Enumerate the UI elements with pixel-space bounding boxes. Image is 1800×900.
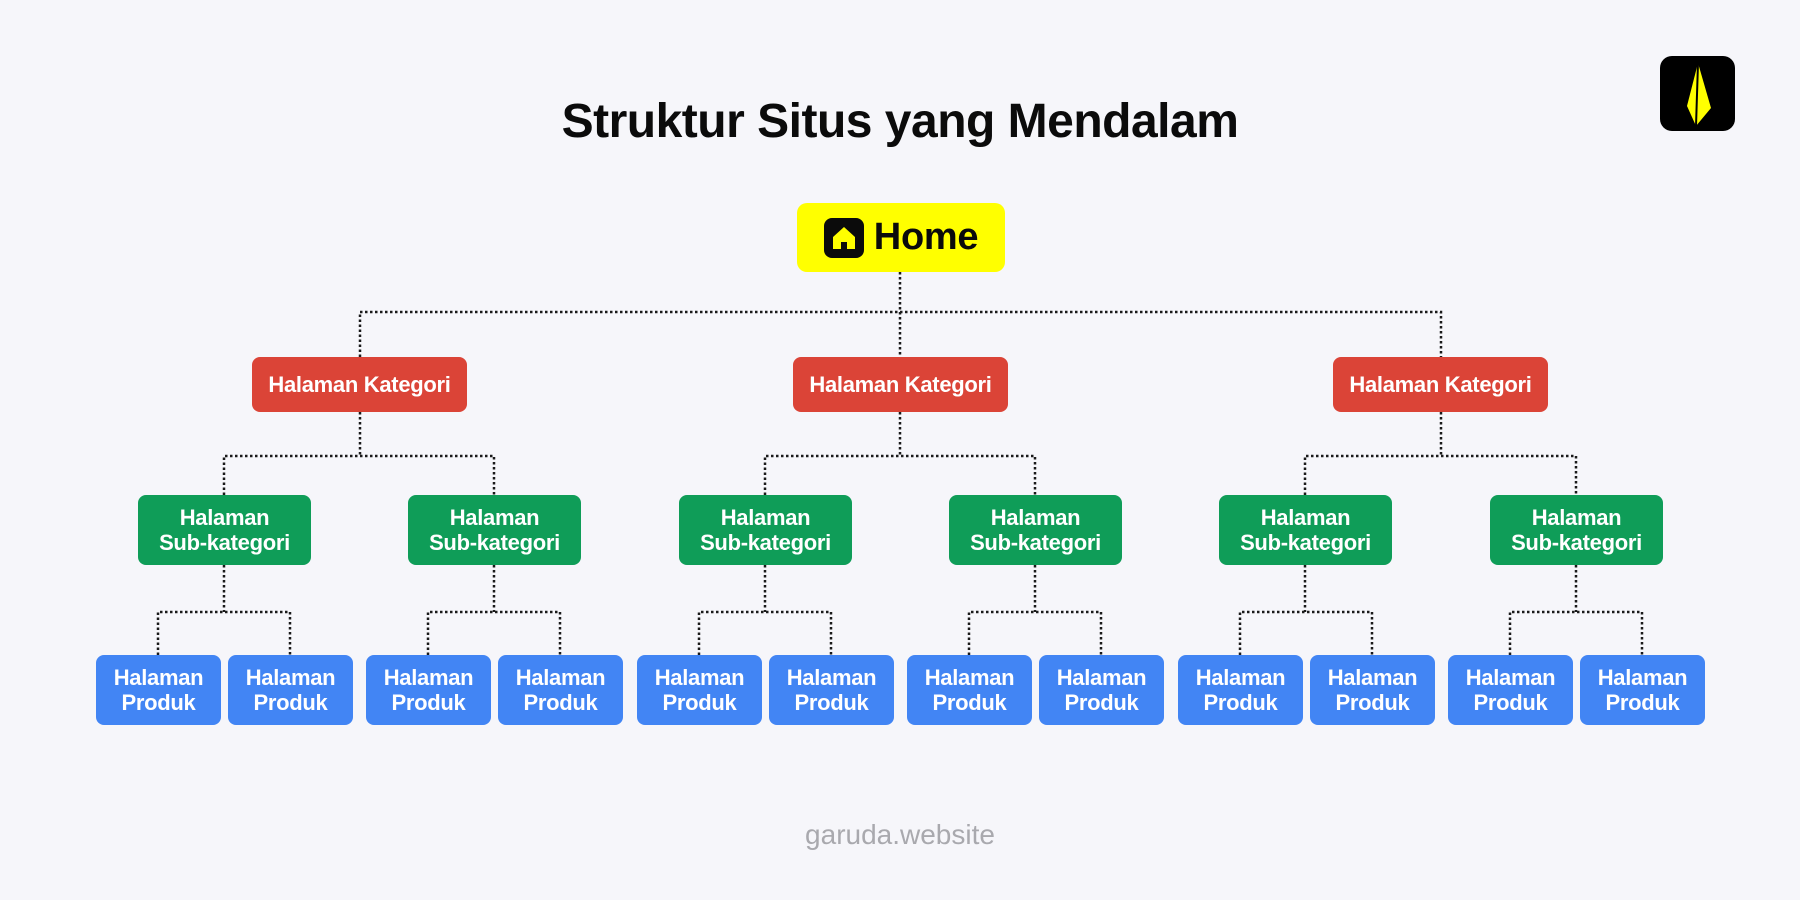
- product-label-line2: Produk: [662, 690, 737, 715]
- product-label-line2: Produk: [1605, 690, 1680, 715]
- subcategory-label-line2: Sub-kategori: [159, 530, 290, 555]
- subcategory-label-line2: Sub-kategori: [1511, 530, 1642, 555]
- category-label: Halaman Kategori: [1349, 371, 1532, 397]
- subcategory-label-line2: Sub-kategori: [1240, 530, 1371, 555]
- subcategory-node: Halaman Sub-kategori: [1490, 495, 1663, 565]
- product-node: Halaman Produk: [498, 655, 623, 725]
- product-node: Halaman Produk: [1310, 655, 1435, 725]
- subcategory-label-line1: Halaman: [449, 505, 540, 530]
- product-label-line2: Produk: [391, 690, 466, 715]
- product-label-line1: Halaman: [113, 665, 204, 690]
- subcategory-label-line1: Halaman: [1531, 505, 1622, 530]
- product-node: Halaman Produk: [366, 655, 491, 725]
- product-node: Halaman Produk: [96, 655, 221, 725]
- product-node: Halaman Produk: [1448, 655, 1573, 725]
- product-label-line1: Halaman: [1597, 665, 1688, 690]
- category-label: Halaman Kategori: [809, 371, 992, 397]
- subcategory-label-line2: Sub-kategori: [970, 530, 1101, 555]
- category-node: Halaman Kategori: [1333, 357, 1548, 412]
- subcategory-node: Halaman Sub-kategori: [138, 495, 311, 565]
- product-node: Halaman Produk: [228, 655, 353, 725]
- subcategory-node: Halaman Sub-kategori: [679, 495, 852, 565]
- category-node: Halaman Kategori: [252, 357, 467, 412]
- product-node: Halaman Produk: [1580, 655, 1705, 725]
- product-label-line2: Produk: [932, 690, 1007, 715]
- product-label-line1: Halaman: [383, 665, 474, 690]
- product-node: Halaman Produk: [637, 655, 762, 725]
- product-node: Halaman Produk: [907, 655, 1032, 725]
- product-label-line2: Produk: [1335, 690, 1410, 715]
- product-label-line2: Produk: [121, 690, 196, 715]
- category-node: Halaman Kategori: [793, 357, 1008, 412]
- footer-url: garuda.website: [805, 819, 995, 850]
- subcategory-label-line1: Halaman: [990, 505, 1081, 530]
- product-node: Halaman Produk: [769, 655, 894, 725]
- subcategory-label-line2: Sub-kategori: [700, 530, 831, 555]
- subcategory-label-line1: Halaman: [179, 505, 270, 530]
- product-label-line1: Halaman: [245, 665, 336, 690]
- home-node: Home: [797, 203, 1005, 272]
- product-label-line1: Halaman: [786, 665, 877, 690]
- product-label-line1: Halaman: [1195, 665, 1286, 690]
- home-label: Home: [873, 216, 979, 258]
- subcategory-node: Halaman Sub-kategori: [1219, 495, 1392, 565]
- subcategory-label-line2: Sub-kategori: [429, 530, 560, 555]
- product-label-line1: Halaman: [1056, 665, 1147, 690]
- product-label-line1: Halaman: [515, 665, 606, 690]
- product-node: Halaman Produk: [1039, 655, 1164, 725]
- subcategory-label-line1: Halaman: [720, 505, 811, 530]
- product-label-line2: Produk: [1064, 690, 1139, 715]
- product-label-line1: Halaman: [924, 665, 1015, 690]
- category-label: Halaman Kategori: [268, 371, 451, 397]
- product-label-line2: Produk: [523, 690, 598, 715]
- product-label-line1: Halaman: [1327, 665, 1418, 690]
- product-label-line2: Produk: [1203, 690, 1278, 715]
- product-label-line1: Halaman: [1465, 665, 1556, 690]
- subcategory-node: Halaman Sub-kategori: [949, 495, 1122, 565]
- home-icon: [823, 217, 864, 258]
- product-node: Halaman Produk: [1178, 655, 1303, 725]
- garuda-quill-icon: [1687, 62, 1711, 127]
- product-label-line2: Produk: [1473, 690, 1548, 715]
- product-label-line1: Halaman: [654, 665, 745, 690]
- product-label-line2: Produk: [253, 690, 328, 715]
- subcategory-node: Halaman Sub-kategori: [408, 495, 581, 565]
- product-label-line2: Produk: [794, 690, 869, 715]
- page-title: Struktur Situs yang Mendalam: [561, 95, 1239, 148]
- logo: [1660, 56, 1735, 131]
- subcategory-label-line1: Halaman: [1260, 505, 1351, 530]
